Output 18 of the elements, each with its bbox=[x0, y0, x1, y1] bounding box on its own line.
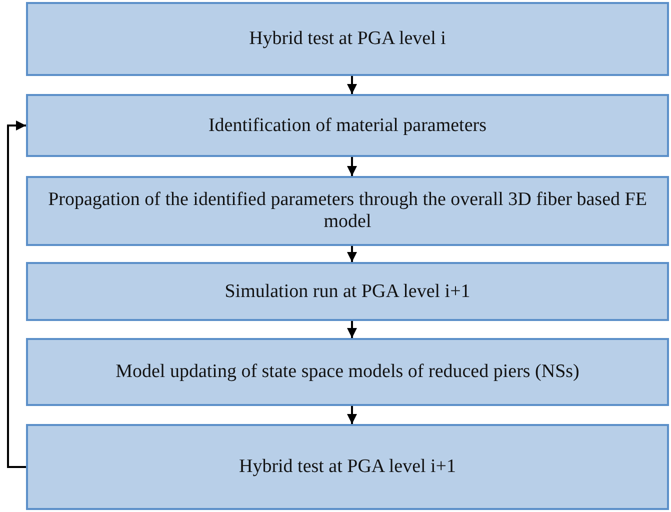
arrow bbox=[347, 406, 357, 424]
step-text: Simulation run at PGA level i+1 bbox=[224, 280, 470, 302]
arrow bbox=[347, 76, 357, 94]
process-box bbox=[26, 2, 669, 76]
process-box bbox=[26, 262, 669, 321]
arrow bbox=[347, 246, 357, 262]
step-text: Identification of material parameters bbox=[208, 114, 486, 136]
step-text: Hybrid test at PGA level i bbox=[249, 28, 446, 50]
process-box bbox=[26, 94, 669, 157]
arrow bbox=[7, 120, 26, 468]
process-box bbox=[26, 338, 669, 406]
process-box bbox=[26, 176, 669, 246]
step-text: Hybrid test at PGA level i+1 bbox=[238, 456, 456, 478]
process-box bbox=[26, 424, 669, 510]
step-text: Model updating of state space models of reduced piers (NSs) bbox=[116, 361, 580, 383]
step-text: Propagation of the identified parameters through the overall 3D fiber based FE model bbox=[48, 189, 647, 233]
arrow bbox=[347, 321, 357, 338]
arrow bbox=[347, 157, 357, 176]
